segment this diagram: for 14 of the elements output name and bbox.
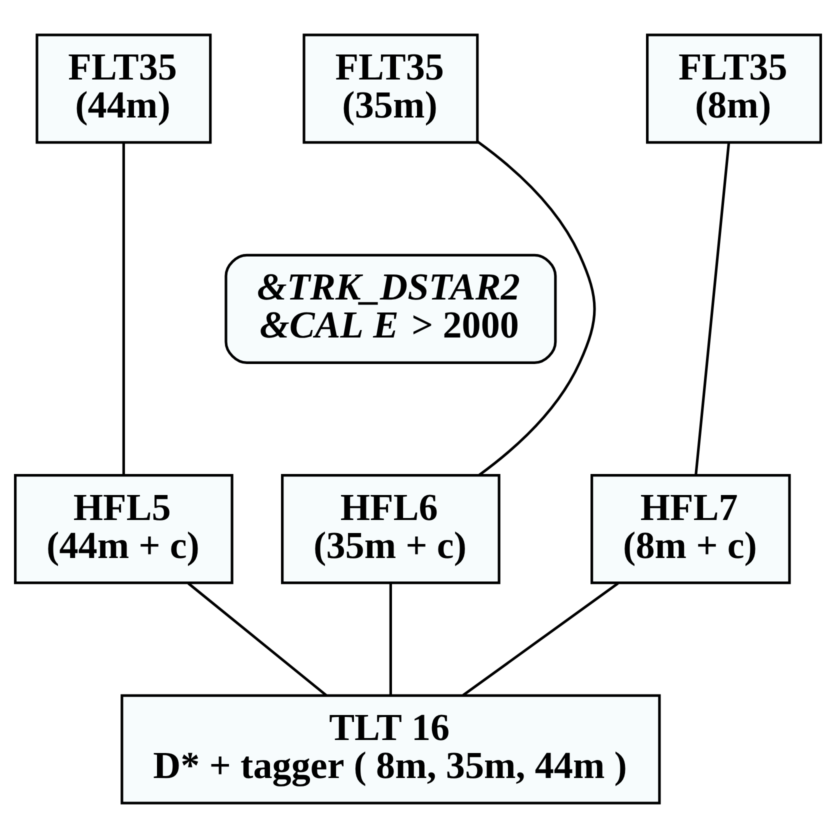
connector — [187, 582, 327, 696]
connector — [694, 142, 730, 475]
node-box: FLT35 (8m) — [646, 33, 822, 144]
node-box: &TRK_DSTAR2 &CAL E > 2000 — [224, 253, 557, 364]
node-box: HFL5 (44m + c) — [14, 474, 234, 584]
connector — [389, 582, 392, 694]
node-box: HFL6 (35m + c) — [281, 474, 500, 584]
connector — [476, 140, 596, 476]
connector — [122, 142, 125, 475]
node-box: HFL7 (8m + c) — [590, 474, 791, 584]
connector — [462, 582, 619, 696]
node-box: FLT35 (35m) — [302, 33, 479, 144]
node-box: TLT 16 D* + tagger ( 8m, 35m, 44m ) — [120, 694, 661, 804]
node-box: FLT35 (44m) — [36, 33, 212, 144]
